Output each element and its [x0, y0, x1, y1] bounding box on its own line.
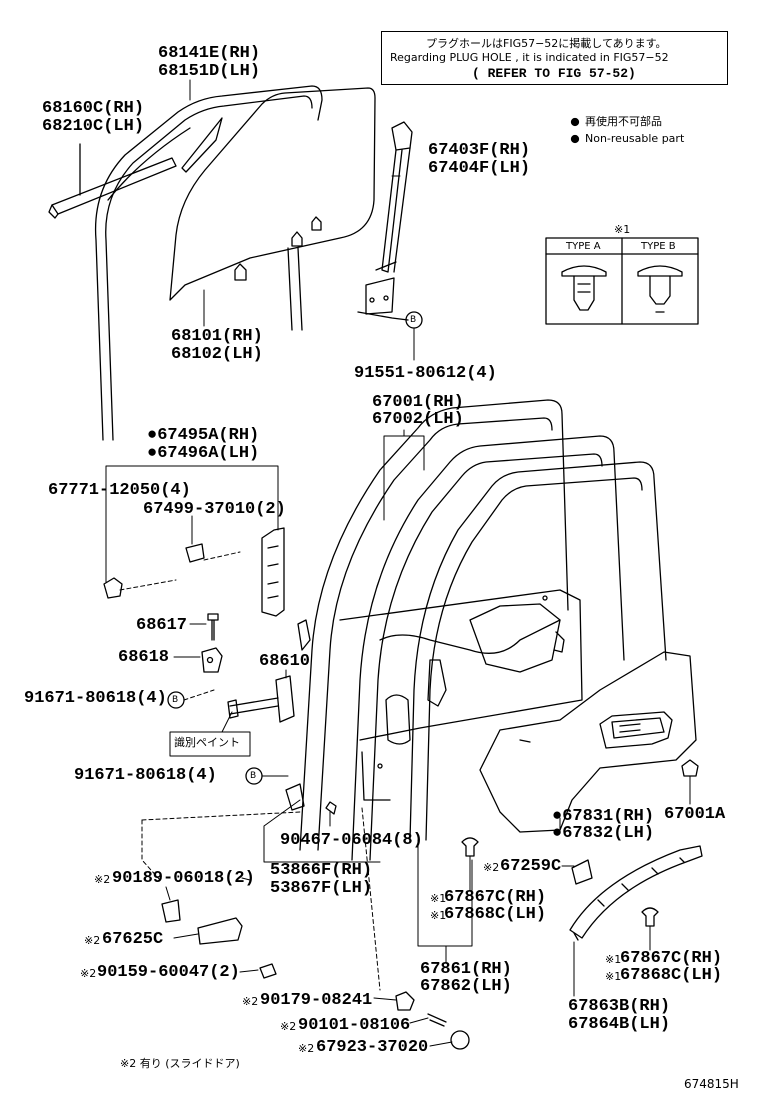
glass-run-channel [94, 85, 323, 441]
label-67403F: 67403F(RH) [428, 141, 531, 160]
label-67868C: 67868C(LH) [444, 905, 547, 924]
clip-type-table [545, 237, 699, 325]
label-67864B: 67864B(LH) [568, 1015, 671, 1034]
mark-67259C: ※2 [483, 861, 500, 874]
label-68610: 68610 [259, 652, 311, 671]
type-a-label: TYPE A [566, 241, 601, 252]
label-91671-a: 91671-80618(4) [24, 689, 167, 708]
label-53866F: 53866F(RH) [270, 861, 373, 880]
belt-moulding [48, 143, 177, 219]
note-line-en: Regarding PLUG HOLE , it is indicated in… [390, 51, 669, 64]
label-67831: ●67831(RH) [552, 807, 655, 826]
leader-lines [105, 79, 691, 1047]
note-line-jp: プラグホールはFIG57−52に掲載してあります。 [426, 37, 667, 50]
label-68618: 68618 [118, 648, 170, 667]
label-90101: 90101-08106 [298, 1016, 411, 1035]
legend-jp: 再使用不可部品 [585, 115, 662, 128]
note-box: プラグホールはFIG57−52に掲載してあります。 Regarding PLUG… [381, 31, 728, 85]
door-trim [479, 651, 697, 833]
mark-90101: ※2 [280, 1020, 297, 1033]
mark-67868C: ※1 [430, 909, 447, 922]
label-68101: 68101(RH) [171, 327, 263, 346]
note-line-refer: ( REFER TO FIG 57-52) [472, 66, 636, 81]
label-67496A: ●67496A(LH) [147, 444, 260, 463]
figure-id: 674815H [684, 1077, 739, 1091]
label-paint: 識別ペイント [174, 736, 240, 749]
label-67625C: 67625C [102, 930, 164, 949]
label-90189: 90189-06018(2) [112, 869, 255, 888]
mark-67867C-2: ※1 [605, 953, 622, 966]
label-67002: 67002(LH) [372, 410, 464, 429]
label-67001: 67001(RH) [372, 393, 464, 412]
bolt-b-2: B [172, 695, 179, 705]
label-67861: 67861(RH) [420, 960, 512, 979]
label-67001A: 67001A [664, 805, 726, 824]
bolt-b-1: B [410, 315, 417, 325]
label-91551: 91551-80612(4) [354, 364, 497, 383]
label-67867C: 67867C(RH) [444, 888, 547, 907]
label-68151D: 68151D(LH) [158, 62, 261, 81]
label-68102: 68102(LH) [171, 345, 263, 364]
label-68141E: 68141E(RH) [158, 44, 261, 63]
label-67771: 67771-12050(4) [48, 481, 191, 500]
footnote: ※2 有り (スライドドア) [120, 1057, 240, 1070]
label-67499: 67499-37010(2) [143, 500, 286, 519]
label-68210C: 68210C(LH) [42, 117, 145, 136]
label-68617: 68617 [136, 616, 188, 635]
legend-bullets [570, 117, 580, 144]
mark-90179: ※2 [242, 995, 259, 1008]
mark-67923: ※2 [298, 1042, 315, 1055]
label-67832: ●67832(LH) [552, 824, 655, 843]
mark-67868C-2: ※1 [605, 970, 622, 983]
division-bar [357, 121, 413, 321]
label-67867C-2: 67867C(RH) [620, 949, 723, 968]
label-90467: 90467-06084(8) [280, 831, 423, 850]
label-67259C: 67259C [500, 857, 562, 876]
mark-67625C: ※2 [84, 934, 101, 947]
label-67404F: 67404F(LH) [428, 159, 531, 178]
door-panel [299, 399, 667, 861]
bolt-b-3: B [250, 771, 257, 781]
label-53867F: 53867F(LH) [270, 879, 373, 898]
label-67495A: ●67495A(RH) [147, 426, 260, 445]
door-glass [169, 87, 376, 301]
mark-90159: ※2 [80, 967, 97, 980]
left-hardware [103, 527, 470, 1050]
legend-en: Non-reusable part [585, 132, 685, 145]
label-67868C-2: 67868C(LH) [620, 966, 723, 985]
label-90179: 90179-08241 [260, 991, 373, 1010]
table-mark: ※1 [614, 223, 631, 236]
label-67862: 67862(LH) [420, 977, 512, 996]
mark-67867C: ※1 [430, 892, 447, 905]
label-68160C: 68160C(RH) [42, 99, 145, 118]
type-b-label: TYPE B [641, 241, 676, 252]
label-90159: 90159-60047(2) [97, 963, 240, 982]
label-91671-b: 91671-80618(4) [74, 766, 217, 785]
label-67863B: 67863B(RH) [568, 997, 671, 1016]
label-67923: 67923-37020 [316, 1038, 429, 1057]
scuff-plate [569, 845, 703, 941]
mark-90189: ※2 [94, 873, 111, 886]
